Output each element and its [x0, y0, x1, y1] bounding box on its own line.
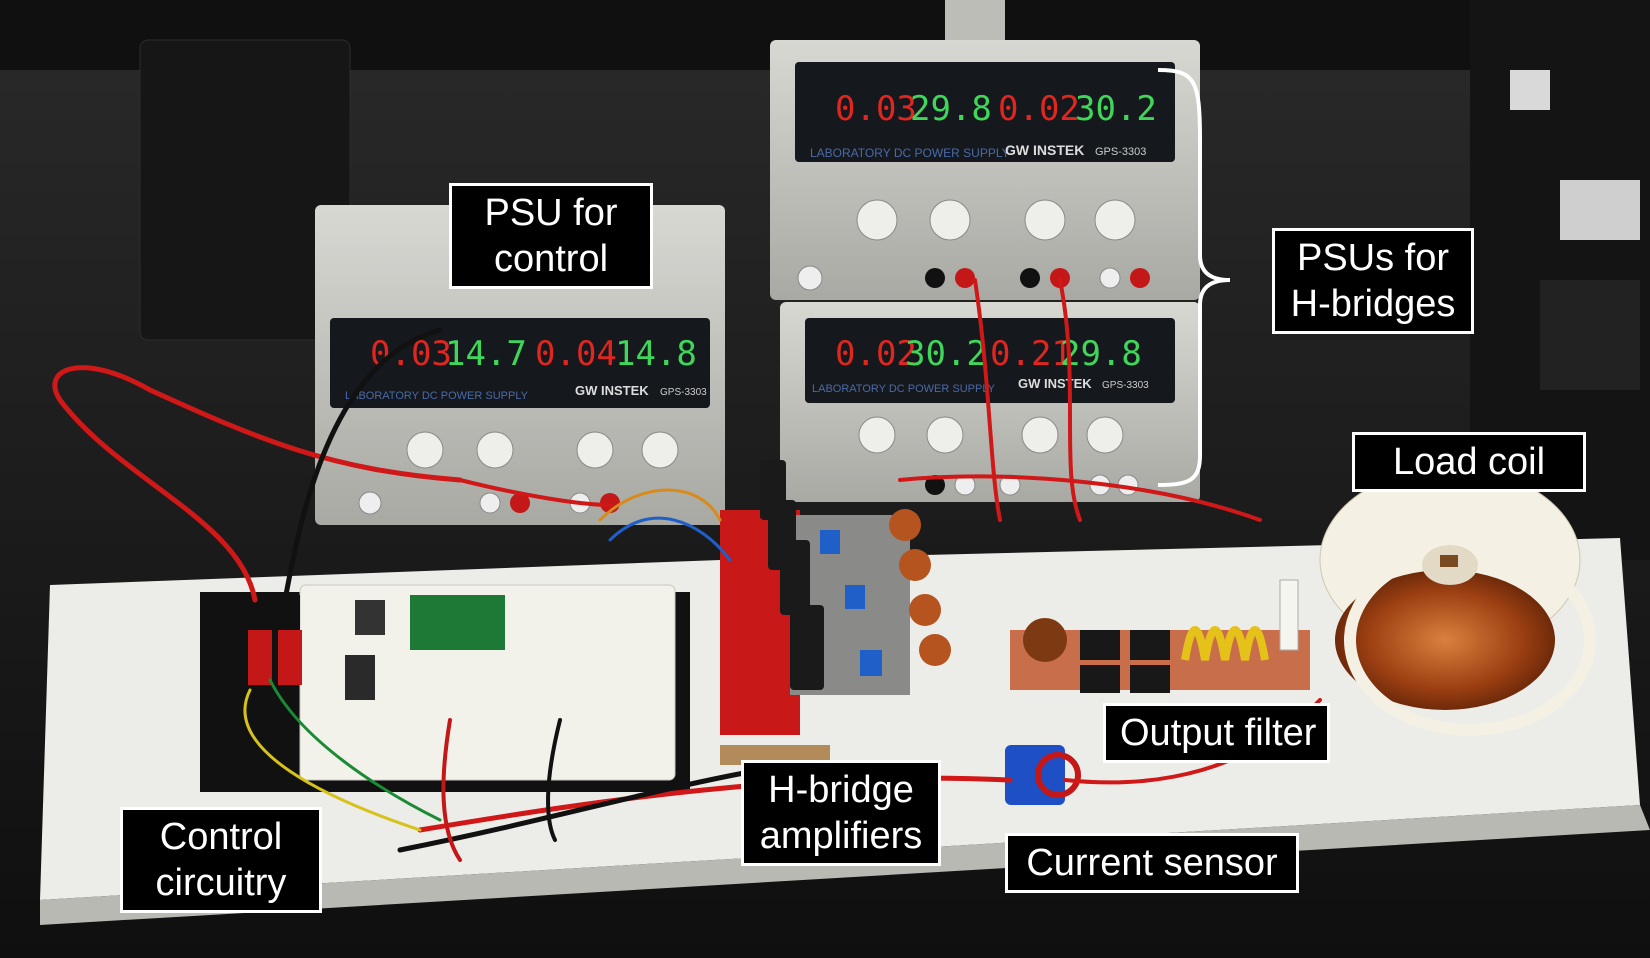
label-current-sensor: Current sensor: [1005, 833, 1299, 893]
psu-mid-model: GPS-3303: [1102, 380, 1149, 391]
psu-left-display-4: 14.8: [615, 334, 697, 374]
psu-mid-panel: LABORATORY DC POWER SUPPLY: [812, 383, 996, 395]
psu-left-display-2: 14.7: [445, 334, 527, 374]
psu-bracket: [1157, 68, 1231, 487]
psu-mid-display-4: 29.8: [1060, 334, 1142, 374]
psu-left-model: GPS-3303: [660, 387, 707, 398]
load-coil-spool: [1319, 467, 1596, 736]
pcb-module: [410, 595, 505, 650]
psu-top-display-3: 0.02: [998, 89, 1080, 129]
psu-top: 0.03 29.8 0.02 30.2 LABORATORY DC POWER …: [770, 0, 1200, 300]
psu-top-model: GPS-3303: [1095, 146, 1146, 158]
psu-top-panel: LABORATORY DC POWER SUPPLY: [810, 146, 1010, 160]
psu-top-brand: GW INSTEK: [1005, 142, 1084, 158]
psu-mid-display-1: 0.02: [835, 334, 917, 374]
psu-left-brand: GW INSTEK: [575, 383, 649, 398]
psu-left-panel: LABORATORY DC POWER SUPPLY: [345, 390, 529, 402]
label-hbridge-amplifiers: H-bridge amplifiers: [741, 760, 941, 866]
psu-mid-brand: GW INSTEK: [1018, 376, 1092, 391]
label-control-circuitry: Control circuitry: [120, 807, 322, 913]
psu-mid-display-2: 30.2: [905, 334, 987, 374]
wiring: [52, 278, 1322, 862]
psu-mid-display-3: 0.21: [990, 334, 1072, 374]
speaker-box: [139, 39, 351, 341]
hbridge-boards: [720, 460, 951, 765]
psu-left-display-3: 0.04: [535, 334, 617, 374]
label-psus-for-hbridges: PSUs for H-bridges: [1272, 228, 1474, 334]
psu-top-display-4: 30.2: [1075, 89, 1157, 129]
psu-top-display-1: 0.03: [835, 89, 917, 129]
label-load-coil: Load coil: [1352, 432, 1586, 492]
label-output-filter: Output filter: [1103, 703, 1330, 763]
output-filter-board: [1010, 579, 1310, 693]
label-psu-for-control: PSU for control: [449, 183, 653, 289]
psu-top-display-2: 29.8: [910, 89, 992, 129]
